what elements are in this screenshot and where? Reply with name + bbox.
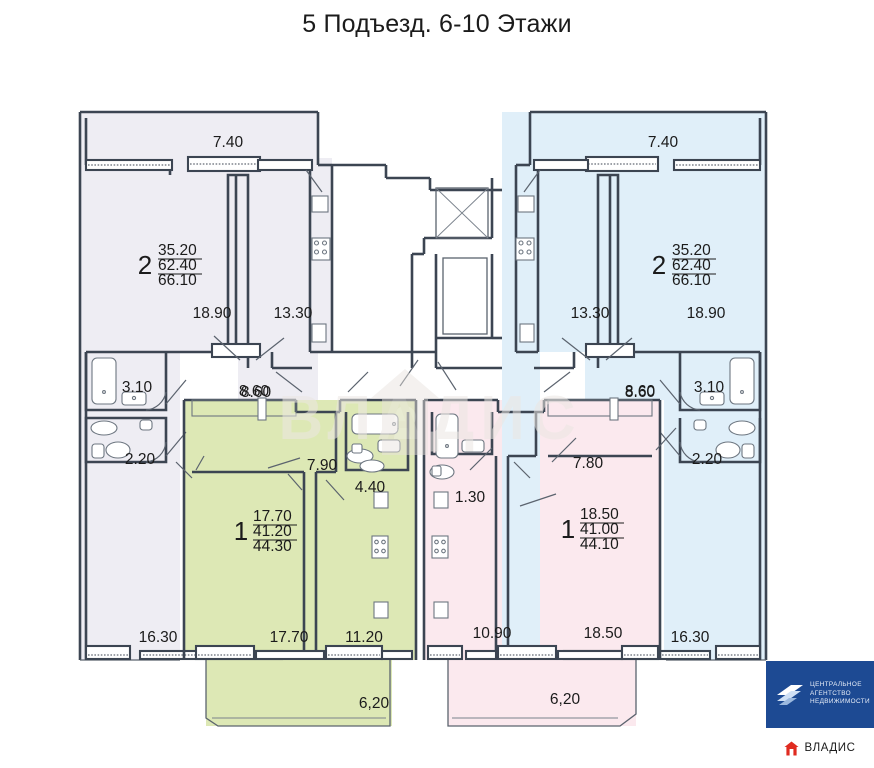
label-rb-room: 18.50: [584, 625, 623, 642]
apartment-left-bottom: 7.90 4.40 17.70 11.20 6,20 1 17.70 41.20…: [175, 397, 418, 727]
window-group-right-top: [532, 155, 762, 173]
bathroom-left-top: [84, 352, 168, 412]
area-living-right-top: 35.20: [672, 242, 711, 259]
rooms-count-right-top: 2: [652, 250, 666, 280]
brand-name: ВЛАДИС: [804, 742, 856, 754]
apartment-left-top: 7.40 18.90 13.30 3.10 2.20 8.60 16.30 2 …: [78, 110, 334, 661]
door-leaders-right-top: [523, 169, 681, 457]
kitchen-left-top: [311, 195, 331, 343]
agency-mark-icon: [777, 685, 803, 705]
bathroom-right-bottom: [429, 412, 494, 480]
label-rb-hall: 10.90: [473, 625, 512, 642]
label-lb-kitchen: 7.90: [307, 457, 338, 474]
label-hall-left-8-60: 8.60: [239, 383, 270, 400]
area-balcony-right-bottom: 44.10: [580, 536, 619, 553]
kitchen-left-bottom: [191, 397, 297, 421]
logo-banner: ЦЕНТРАЛЬНОЕ АГЕНТСТВО НЕДВИЖИМОСТИ: [766, 661, 874, 728]
logo-line-3: НЕДВИЖИМОСТИ: [810, 698, 870, 706]
bathroom-right-top: [678, 352, 762, 412]
apartment-fill-right-top: [502, 112, 766, 660]
area-balcony-right-top: 66.10: [672, 272, 711, 289]
area-balcony-left-top: 66.10: [158, 272, 197, 289]
area-total-right-top: 62.40: [672, 257, 711, 274]
balcony-left-bottom: [205, 660, 391, 727]
brand-row: ВЛАДИС: [766, 728, 874, 768]
logo-line-1: ЦЕНТРАЛЬНОЕ: [810, 681, 862, 688]
label-lt-hall: 8.60: [241, 384, 272, 401]
central-core: [332, 163, 502, 393]
balcony-right-bottom: [447, 660, 637, 727]
area-living-left-bottom: 17.70: [253, 508, 292, 525]
rooms-count-left-top: 2: [138, 250, 152, 280]
area-block-left-bottom: 1 17.70 41.20 44.30: [234, 508, 297, 555]
label-rt-wc: 2.20: [692, 451, 723, 468]
rooms-count-right-bottom: 1: [561, 514, 575, 544]
area-total-left-bottom: 41.20: [253, 523, 292, 540]
area-total-left-top: 62.40: [158, 257, 197, 274]
agency-name: ЦЕНТРАЛЬНОЕ АГЕНТСТВО НЕДВИЖИМОСТИ: [810, 681, 872, 707]
label-rt-bottom: 16.30: [671, 629, 710, 646]
label-lb-room: 17.70: [270, 629, 309, 646]
window-group-left-bottom: [194, 644, 414, 661]
storage-right-bottom: [431, 491, 449, 619]
apartment-right-top: 7.40 13.30 18.90 8.60 3.10 2.20 16.30 2 …: [514, 110, 768, 661]
door-leaders-left-top: [165, 169, 323, 457]
label-lt-room-a: 18.90: [193, 305, 232, 322]
label-rt-hall: 8.60: [625, 384, 656, 401]
apartment-fill-left-bottom: [184, 400, 416, 726]
house-icon: [784, 741, 799, 755]
wc-right-top: [678, 418, 762, 464]
label-rt-bath: 3.10: [694, 379, 725, 396]
door-leaders-right-bottom: [469, 427, 677, 507]
label-lt-bath: 3.10: [122, 379, 153, 396]
kitchen-right-top: [515, 195, 535, 343]
area-balcony-left-bottom: 44.30: [253, 538, 292, 555]
core-door-leaders: [347, 359, 457, 393]
label-rt-room-b: 18.90: [687, 305, 726, 322]
label-lt-room-b: 13.30: [274, 305, 313, 322]
window-group-left-top: [84, 155, 314, 173]
label-lt-wc: 2.20: [125, 451, 156, 468]
label-rb-wc: 1.30: [455, 489, 486, 506]
area-living-left-top: 35.20: [158, 242, 197, 259]
label-lb-hall: 11.20: [345, 629, 383, 646]
area-total-right-bottom: 41.00: [580, 521, 619, 538]
rooms-count-left-bottom: 1: [234, 516, 248, 546]
area-block-left-top: 2 35.20 62.40 66.10: [138, 242, 202, 289]
label-lb-balcony: 6,20: [359, 695, 390, 712]
area-block-right-top: 2 35.20 62.40 66.10: [652, 242, 716, 289]
label-lt-bottom: 16.30: [139, 629, 178, 646]
label-hall-right-8-60: 8.60: [625, 383, 656, 400]
area-living-right-bottom: 18.50: [580, 506, 619, 523]
label-lt-top: 7.40: [213, 134, 244, 151]
label-lb-bath: 4.40: [355, 479, 386, 496]
door-leaders-left-bottom: [175, 455, 345, 501]
page-title: 5 Подъезд. 6-10 Этажи: [302, 10, 572, 38]
label-rt-room-a: 13.30: [571, 305, 610, 322]
kitchen-right-bottom: [547, 397, 653, 421]
apartment-right-bottom: 7.80 1.30 18.50 10.90 6,20 1 18.50 41.00…: [422, 397, 677, 727]
apartment-fill-right-bottom: [424, 400, 660, 726]
area-block-right-bottom: 1 18.50 41.00 44.10: [561, 506, 624, 553]
bathroom-left-bottom: [344, 412, 410, 473]
label-rt-top: 7.40: [648, 134, 679, 151]
window-group-right-bottom: [426, 644, 660, 661]
label-rb-kitchen: 7.80: [573, 455, 604, 472]
elevator-shaft: [435, 187, 489, 239]
storage-left-bottom: [371, 491, 389, 619]
label-rb-balcony: 6,20: [550, 691, 581, 708]
logo-block: ЦЕНТРАЛЬНОЕ АГЕНТСТВО НЕДВИЖИМОСТИ ВЛАДИ…: [766, 661, 874, 768]
logo-line-2: АГЕНТСТВО: [810, 689, 851, 697]
wc-left-top: [84, 416, 168, 464]
stairwell: [442, 257, 488, 335]
